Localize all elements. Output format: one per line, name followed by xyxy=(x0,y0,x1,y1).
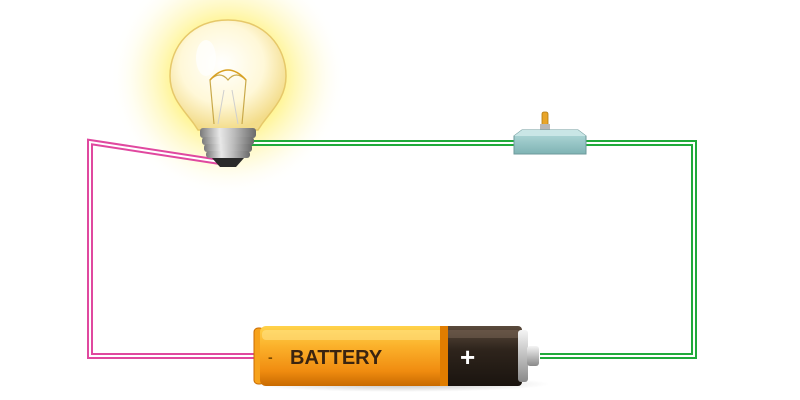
battery-label: BATTERY xyxy=(290,347,383,369)
battery-positive-symbol: + xyxy=(460,342,475,372)
negative-wire xyxy=(87,138,262,359)
light-bulb-icon xyxy=(169,19,287,167)
battery-negative-symbol: - xyxy=(268,349,273,365)
battery xyxy=(250,326,550,392)
toggle-switch-icon xyxy=(513,111,587,155)
positive-wire xyxy=(248,140,697,359)
